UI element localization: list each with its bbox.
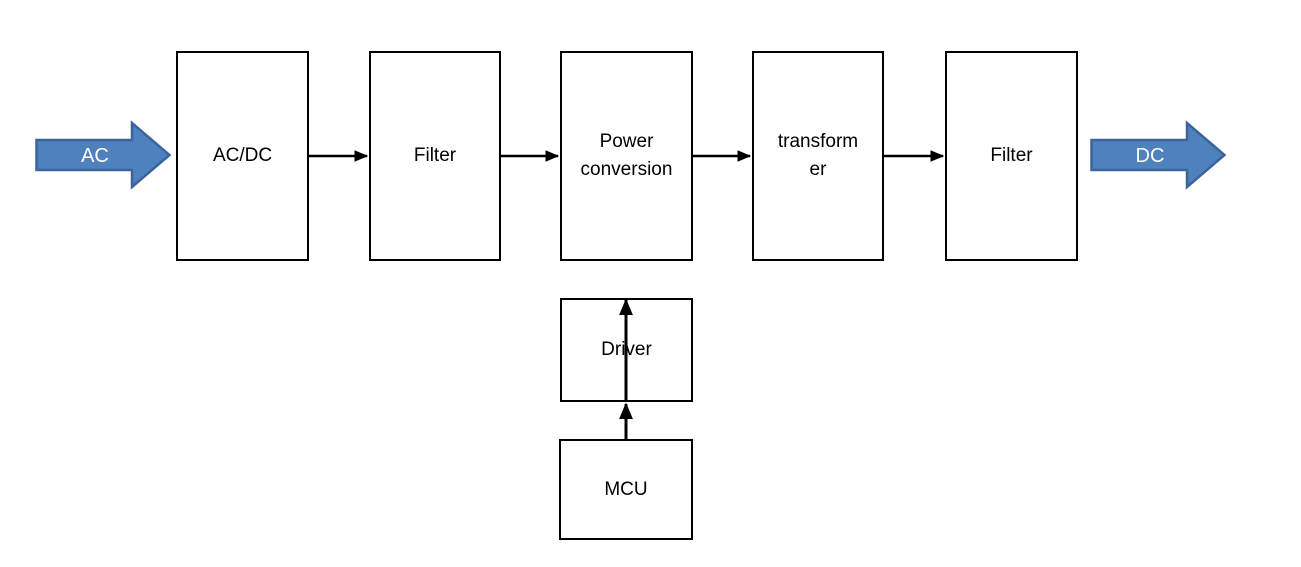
dc-arrow-label: DC [1136, 145, 1165, 167]
box-mcu-label: MCU [604, 478, 648, 500]
box-mcu: MCU [559, 439, 693, 540]
box-filter-1: Filter [369, 51, 501, 261]
box-transformer: transform er [752, 51, 884, 261]
ac-arrow-label: AC [81, 145, 109, 167]
box-transformer-label: transform er [777, 131, 859, 180]
dc-arrow-shape [1090, 120, 1227, 190]
box-filter-2-label: Filter [990, 145, 1033, 167]
box-filter-2: Filter [945, 51, 1078, 261]
box-acdc: AC/DC [176, 51, 309, 261]
box-driver-label: Driver [601, 339, 652, 361]
box-filter-1-label: Filter [413, 145, 457, 167]
ac-arrow-shape [35, 120, 172, 190]
box-driver: Driver [560, 298, 693, 402]
box-power-conversion-label: Power conversion [580, 131, 673, 180]
box-power-conversion: Power conversion [560, 51, 693, 261]
ac-input-block-arrow: AC [35, 120, 172, 190]
dc-output-block-arrow: DC [1090, 120, 1227, 190]
box-acdc-label: AC/DC [212, 145, 273, 167]
